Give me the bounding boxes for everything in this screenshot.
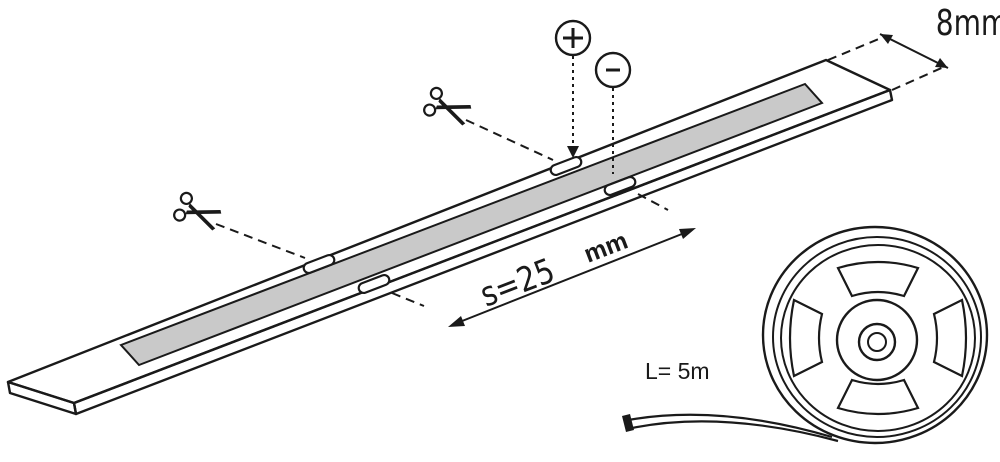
led-reel-icon	[622, 225, 989, 445]
led-strip	[6, 58, 894, 416]
scissors-icon	[421, 85, 475, 131]
width-dimension: 8mm	[827, 2, 1000, 91]
width-label: 8mm	[936, 2, 1000, 44]
plus-terminal-icon	[554, 19, 592, 158]
cut-lines	[215, 119, 669, 307]
strip-front-face	[72, 88, 894, 416]
cut-spacing-value: s=25	[475, 252, 560, 315]
minus-terminal-icon	[594, 51, 632, 174]
length-label: L= 5m	[645, 358, 710, 384]
strip-side-face	[6, 380, 78, 416]
cut-spacing-unit: mm	[580, 227, 632, 269]
led-emitter-area	[119, 82, 824, 367]
cut-spacing-dimension: s=25 mm	[448, 227, 696, 327]
solder-pad	[549, 155, 583, 177]
solder-pad	[603, 175, 637, 197]
scissors-icon	[171, 190, 225, 236]
solder-pad	[357, 273, 391, 295]
solder-pad	[302, 253, 336, 275]
